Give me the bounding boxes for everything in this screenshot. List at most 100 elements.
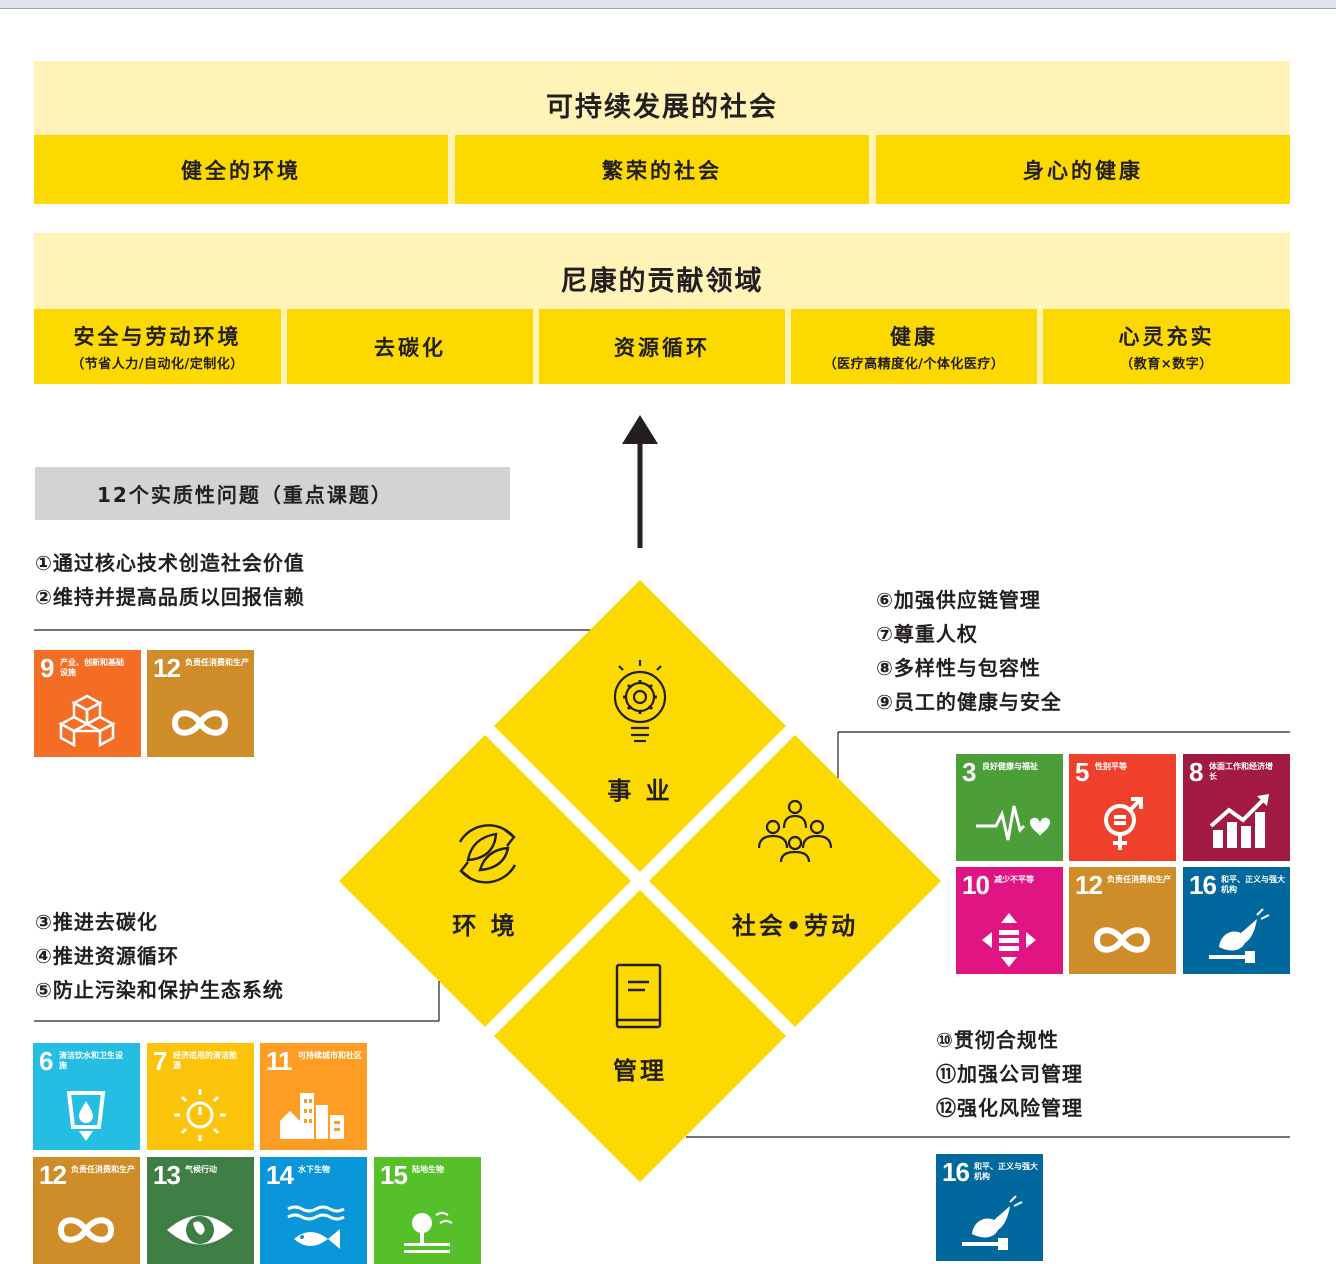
sdg-number: 8 — [1189, 757, 1204, 787]
sdg-number: 5 — [1075, 757, 1090, 787]
sdg-tile: 9 产业、创新和基础设施 — [34, 650, 141, 757]
sdg-label: 可持续城市和社区 — [298, 1051, 362, 1060]
sdg-label: 负责任消费和生产 — [71, 1165, 135, 1174]
issue-item: ⑫强化风险管理 — [936, 1096, 1083, 1120]
eye-globe-icon — [167, 1215, 233, 1245]
contribution-cell-resource-circulation: 资源循环 — [539, 309, 785, 384]
sdg-tile: 11 可持续城市和社区 — [260, 1043, 367, 1150]
lightbulb-gear-icon — [613, 660, 667, 743]
society-band: 可持续发展的社会 健全的环境 繁荣的社会 身心的健康 — [34, 61, 1290, 204]
diamond-environment — [339, 735, 631, 1027]
sdg-number: 13 — [153, 1160, 181, 1190]
sdg-tile: 15 陆地生物 — [374, 1157, 481, 1264]
sdg-label: 产业、创新和基础设施 — [60, 658, 124, 677]
society-cell-health: 身心的健康 — [876, 135, 1290, 204]
society-title: 可持续发展的社会 — [546, 92, 778, 123]
sdg-label: 气候行动 — [185, 1165, 217, 1174]
infinity-icon — [57, 1217, 115, 1243]
diamond-governance — [494, 890, 786, 1182]
issue-item: ⑪加强公司管理 — [936, 1062, 1083, 1086]
sun-icon — [174, 1089, 226, 1141]
issue-item: ⑥加强供应链管理 — [876, 588, 1041, 612]
sdg-label: 水下生物 — [298, 1165, 330, 1174]
sdg-number: 14 — [266, 1160, 294, 1190]
sdg-tile: 7 经济适用的清洁能源 — [147, 1043, 254, 1150]
people-icon — [757, 799, 833, 863]
sdg-number: 16 — [942, 1157, 970, 1187]
sdg-number: 12 — [39, 1160, 67, 1190]
equality-icon — [982, 913, 1036, 967]
sdg-tile: 8 体面工作和经济增长 — [1183, 754, 1290, 861]
sdg-number: 15 — [380, 1160, 408, 1190]
sdg-number: 11 — [266, 1046, 292, 1076]
sdg-tile: 12 负责任消费和生产 — [147, 650, 254, 757]
issue-item: ⑦尊重人权 — [876, 622, 978, 646]
issue-item: ②维持并提高品质以回报信赖 — [35, 585, 305, 609]
sdg-label: 和平、正义与强大机构 — [1221, 875, 1285, 894]
contribution-band: 尼康的贡献领域 安全与劳动环境（节省人力/自动化/定制化） 去碳化 资源循环 健… — [34, 233, 1290, 384]
sdg-number: 12 — [153, 653, 181, 683]
sdg-tile: 6 清洁饮水和卫生设施 — [33, 1043, 140, 1150]
sdg-number: 3 — [962, 757, 977, 787]
sdg-label: 体面工作和经济增长 — [1209, 762, 1273, 781]
heartbeat-icon — [976, 805, 1050, 841]
sdg-number: 10 — [962, 870, 990, 900]
issue-item: ⑨员工的健康与安全 — [876, 690, 1062, 714]
sdg-number: 7 — [153, 1046, 168, 1076]
sdg-tile: 5 性别平等 — [1069, 754, 1176, 861]
sdg-label: 负责任消费和生产 — [185, 658, 249, 667]
society-cell-prosperity: 繁荣的社会 — [455, 135, 869, 204]
sdg-number: 6 — [39, 1046, 54, 1076]
issue-item: ⑤防止污染和保护生态系统 — [35, 978, 284, 1002]
water-icon — [66, 1091, 106, 1141]
contribution-cell-fulfillment: 心灵充实（教育×数字） — [1043, 309, 1290, 384]
blocks-icon — [58, 694, 116, 748]
materiality-title: 12个实质性问题（重点课题） — [35, 467, 510, 520]
gender-icon — [1104, 797, 1143, 850]
sdg-tile: 14 水下生物 — [260, 1157, 367, 1264]
sdg-label: 经济适用的清洁能源 — [173, 1051, 237, 1070]
sdg-number: 12 — [1075, 870, 1103, 900]
fish-icon — [287, 1205, 345, 1249]
infinity-icon — [1093, 927, 1151, 953]
issue-item: ①通过核心技术创造社会价值 — [35, 551, 305, 575]
diamond-social — [649, 735, 941, 1027]
issue-item: ③推进去碳化 — [35, 910, 158, 934]
dove-icon — [962, 1195, 1023, 1250]
diamond-label-governance: 管理 — [613, 1057, 667, 1085]
sdg-number: 16 — [1189, 870, 1217, 900]
contribution-cell-health: 健康（医疗高精度化/个体化医疗） — [791, 309, 1037, 384]
infinity-icon — [171, 710, 229, 736]
up-arrow — [622, 415, 658, 548]
diamond-label-environment: 环 境 — [452, 912, 518, 940]
diamond-label-business: 事 业 — [607, 777, 673, 805]
issues-governance: ⑩贯彻合规性 ⑪加强公司管理 ⑫强化风险管理 — [936, 1023, 1083, 1125]
dove-icon — [1209, 908, 1270, 963]
sdg-label: 性别平等 — [1095, 762, 1127, 771]
issue-item: ⑩贯彻合规性 — [936, 1028, 1059, 1052]
connector-lines — [34, 629, 1290, 1138]
sdg-number: 9 — [40, 653, 55, 683]
issue-item: ⑧多样性与包容性 — [876, 656, 1041, 680]
city-icon — [280, 1093, 344, 1139]
sdg-label: 减少不平等 — [994, 875, 1034, 884]
growth-icon — [1209, 794, 1269, 848]
diamond-business — [494, 580, 786, 872]
society-cell-environment: 健全的环境 — [34, 135, 448, 204]
recycle-leaf-icon — [458, 824, 517, 884]
issues-business: ①通过核心技术创造社会价值 ②维持并提高品质以回报信赖 — [35, 546, 305, 614]
book-icon — [615, 963, 662, 1029]
contribution-cell-safety: 安全与劳动环境（节省人力/自动化/定制化） — [34, 309, 281, 384]
top-bar — [0, 0, 1336, 9]
issues-social: ⑥加强供应链管理 ⑦尊重人权 ⑧多样性与包容性 ⑨员工的健康与安全 — [876, 583, 1062, 719]
sdg-label: 清洁饮水和卫生设施 — [59, 1051, 123, 1070]
sdg-tile: 12 负责任消费和生产 — [33, 1157, 140, 1264]
diamond-label-social: 社会•劳动 — [731, 912, 859, 940]
sdg-label: 陆地生物 — [412, 1165, 444, 1174]
contribution-title: 尼康的贡献领域 — [560, 266, 764, 297]
